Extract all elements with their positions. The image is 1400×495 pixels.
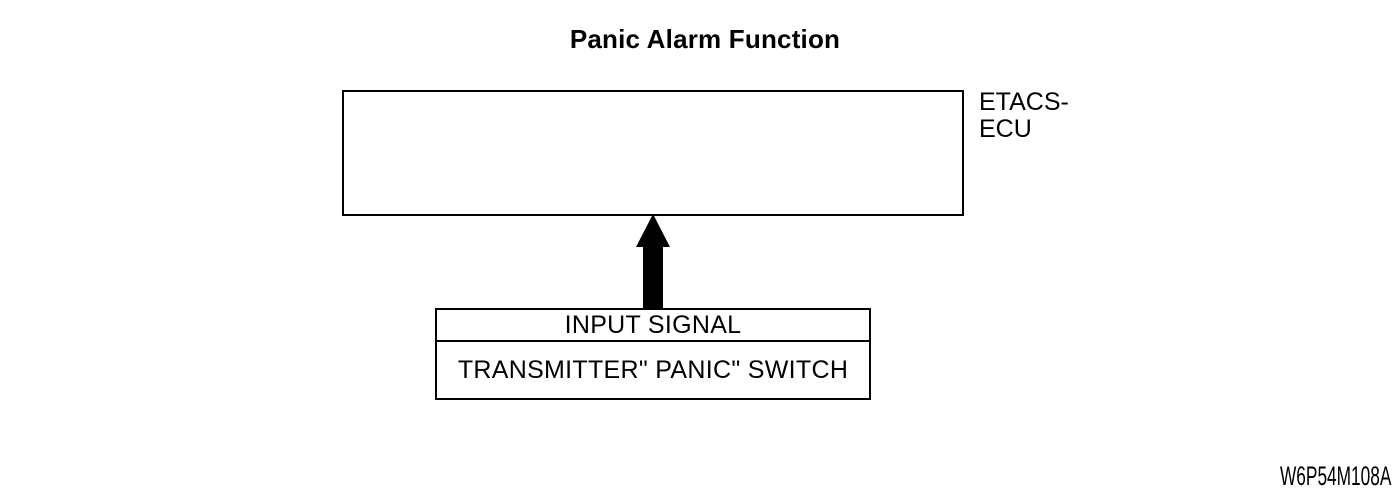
up-arrow-shape <box>636 214 670 310</box>
up-arrow-icon <box>636 214 670 310</box>
etacs-ecu-label-line1: ETACS- <box>979 88 1069 116</box>
etacs-ecu-label-line2: ECU <box>979 115 1032 143</box>
figure-code: W6P54M108A <box>1280 461 1392 491</box>
etacs-ecu-box <box>342 90 964 216</box>
transmitter-panic-switch-label: TRANSMITTER" PANIC" SWITCH <box>457 355 849 384</box>
page-title: Panic Alarm Function <box>569 24 841 54</box>
input-signal-box: INPUT SIGNAL TRANSMITTER" PANIC" SWITCH <box>435 308 871 400</box>
etacs-ecu-label: ETACS- ECU <box>979 89 1069 143</box>
input-signal-header: INPUT SIGNAL <box>437 310 869 342</box>
